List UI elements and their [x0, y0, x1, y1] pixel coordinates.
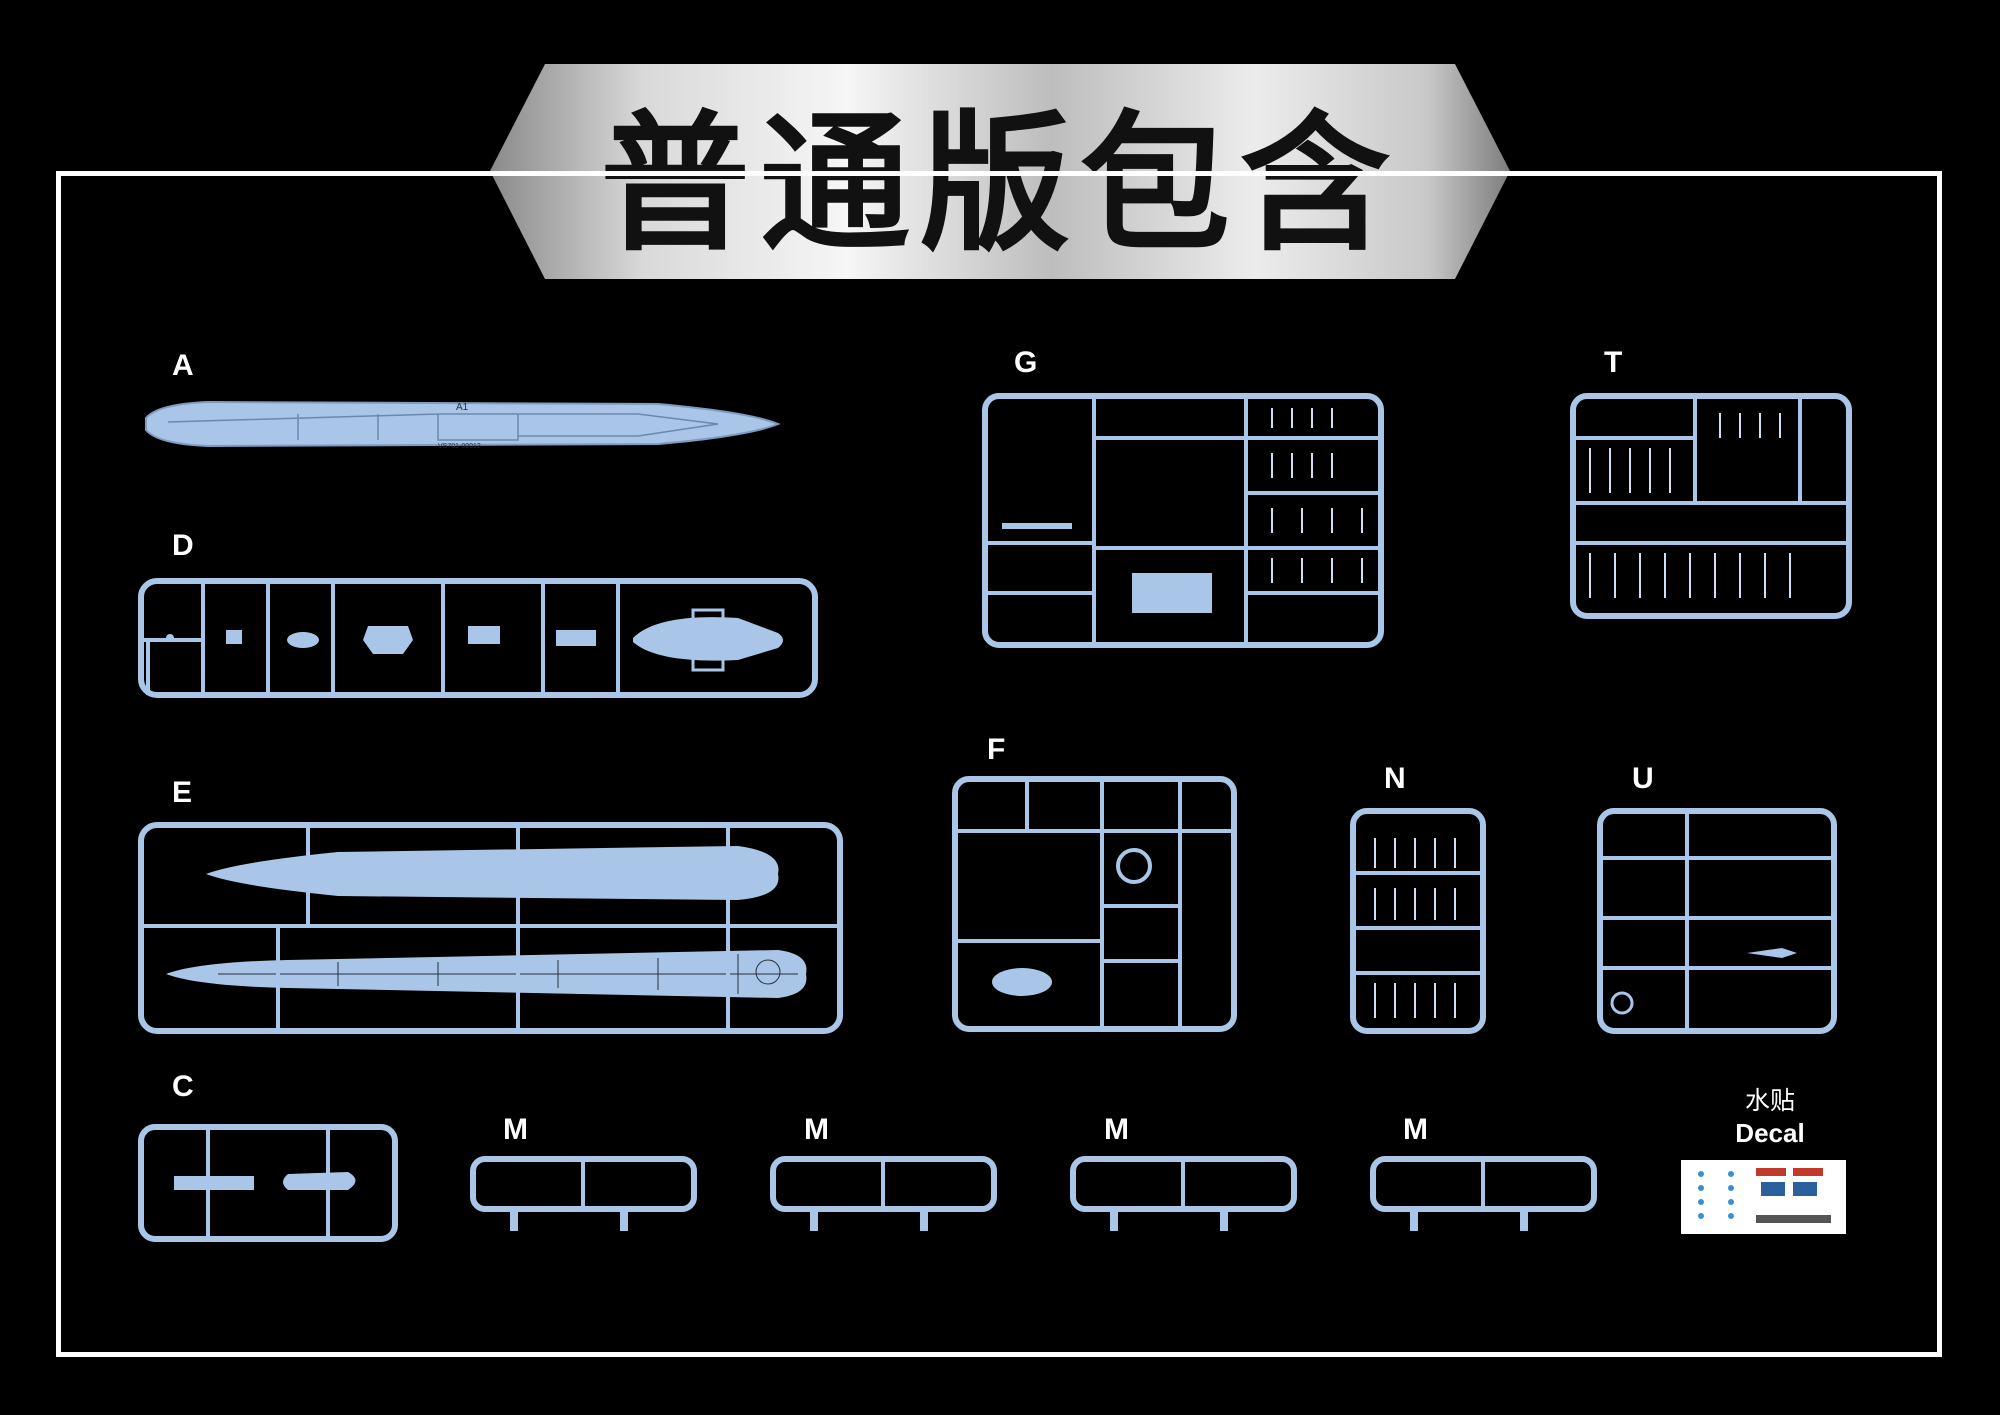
- sprue-label-c: C: [172, 1070, 194, 1103]
- sprue-label-m3: M: [1104, 1113, 1129, 1146]
- sprue-label-m2: M: [804, 1113, 829, 1146]
- decal-caption: 水贴 Decal: [1690, 1085, 1850, 1149]
- decal-sheet: [1681, 1160, 1846, 1234]
- sprue-label-m4: M: [1403, 1113, 1428, 1146]
- sprue-label-a: A: [172, 349, 194, 382]
- sprue-f: [952, 776, 1237, 1032]
- sprue-label-n: N: [1384, 762, 1406, 795]
- sprue-m-3: [1070, 1156, 1297, 1240]
- page-title: 普通版包含: [599, 98, 1400, 272]
- sprue-label-e: E: [172, 776, 193, 809]
- sprue-u: [1597, 808, 1837, 1034]
- sprue-label-g: G: [1014, 346, 1038, 379]
- decal-label-zh: 水贴: [1744, 1086, 1795, 1115]
- sprue-c: [138, 1124, 398, 1242]
- sprue-label-t: T: [1604, 346, 1623, 379]
- sprue-a-tag: A1: [456, 402, 469, 413]
- sprue-label-d: D: [172, 529, 194, 562]
- sprue-m-1: [470, 1156, 697, 1240]
- sprue-t: [1570, 393, 1852, 619]
- content-frame: [56, 171, 1942, 1357]
- sprue-label-u: U: [1632, 762, 1654, 795]
- sprue-a: A1 VS701-00012: [138, 392, 783, 456]
- sprue-m-4: [1370, 1156, 1597, 1240]
- sprue-n: [1350, 808, 1486, 1034]
- decal-label-en: Decal: [1735, 1118, 1805, 1148]
- sprue-a-code: VS701-00012: [438, 443, 481, 450]
- sprue-g: [982, 393, 1384, 648]
- sprue-d: [138, 578, 818, 698]
- sprue-label-f: F: [987, 733, 1006, 766]
- sprue-label-m1: M: [503, 1113, 528, 1146]
- sprue-e: [138, 822, 843, 1034]
- sprue-m-2: [770, 1156, 997, 1240]
